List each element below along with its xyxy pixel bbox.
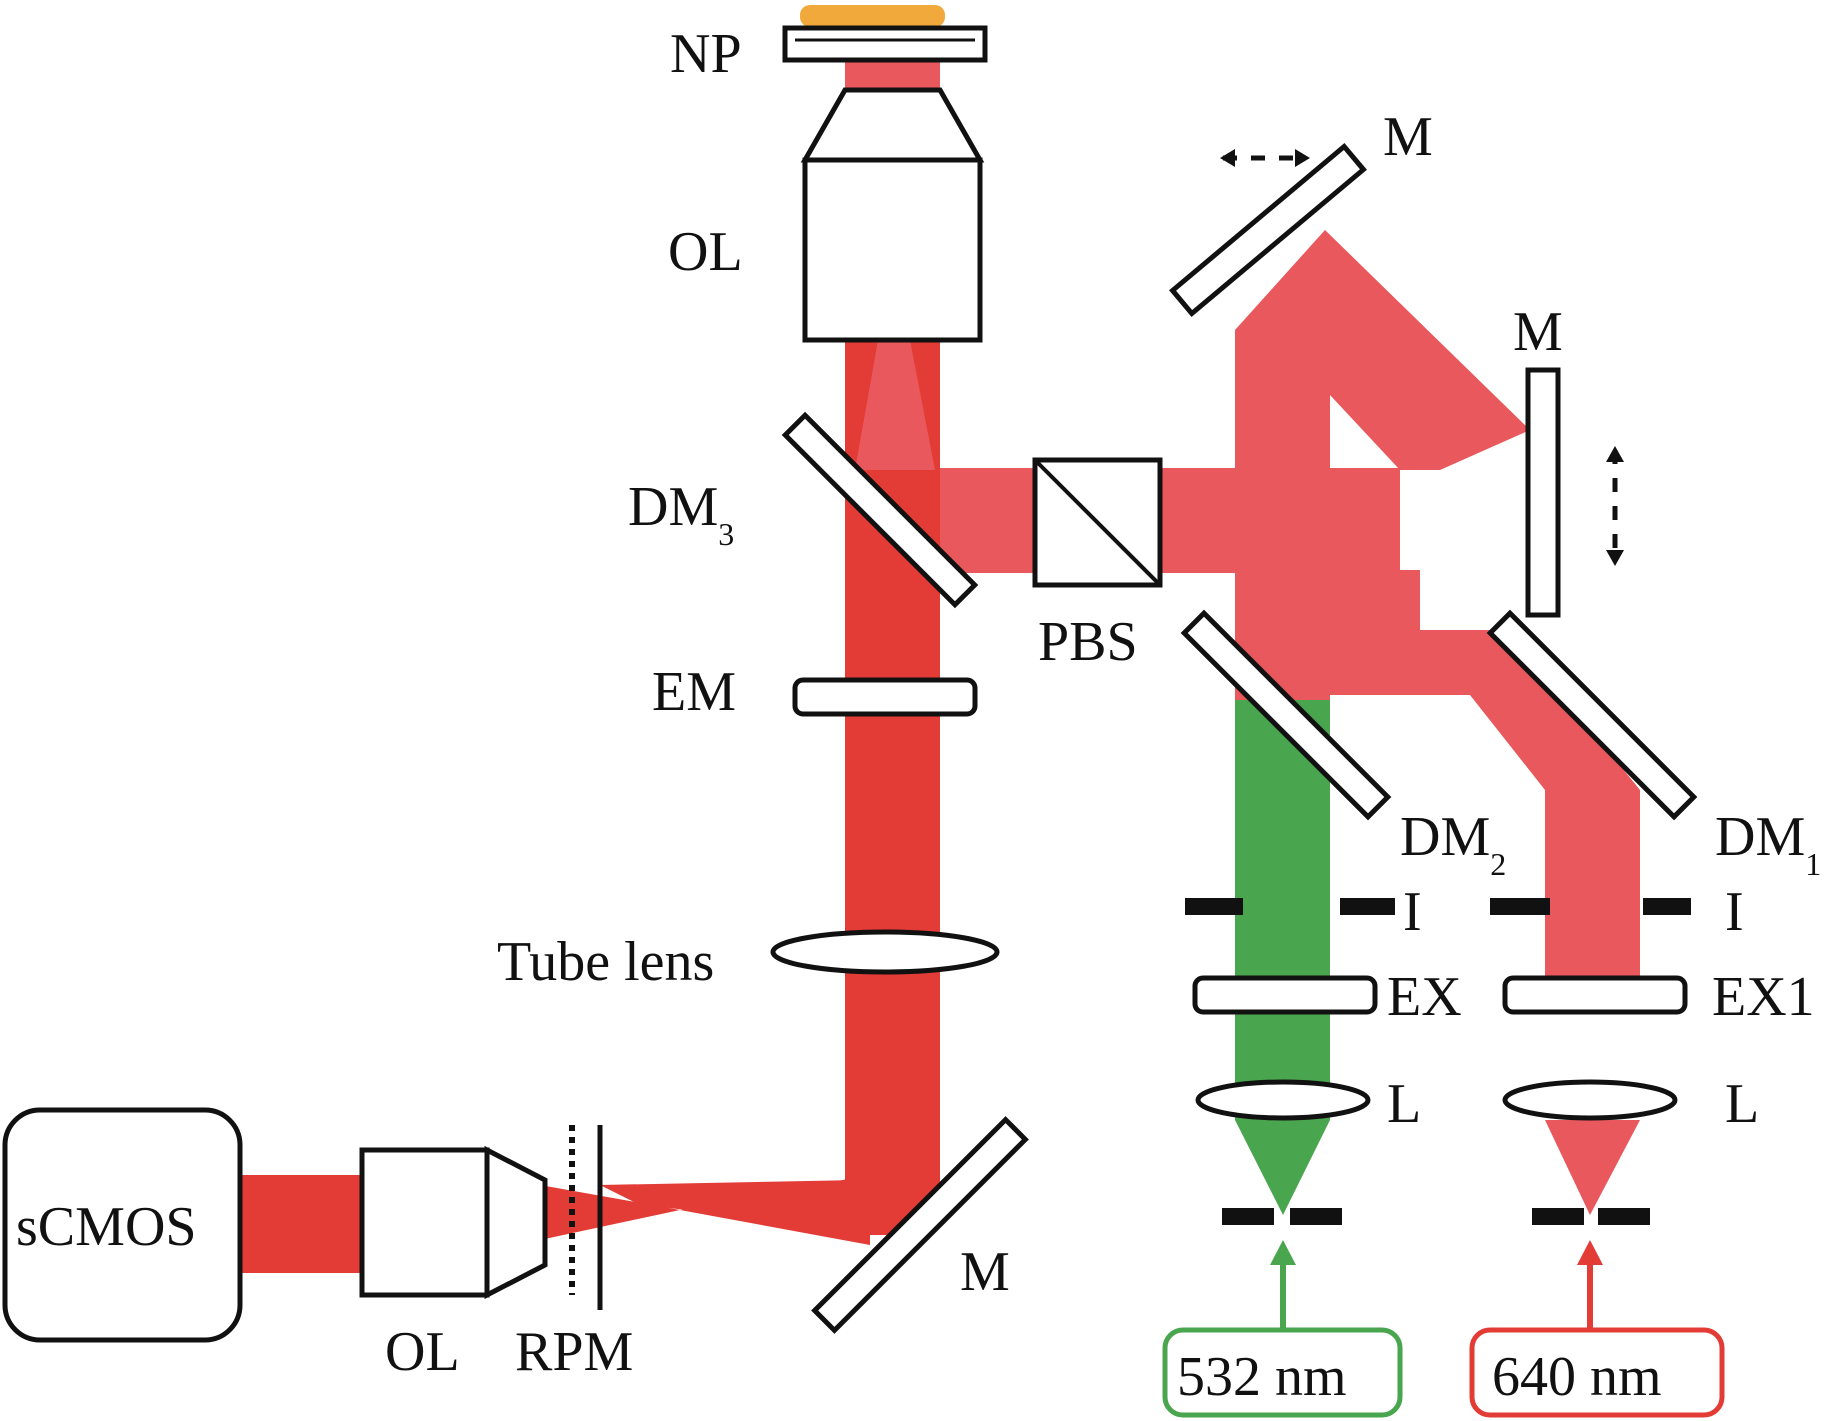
label-dm1-sub: 1 bbox=[1805, 846, 1821, 882]
mirror-top-right bbox=[1169, 142, 1367, 318]
lens-left bbox=[1195, 1079, 1371, 1121]
laser-640-arrow bbox=[1577, 1240, 1603, 1330]
dichroic-mirror-1 bbox=[1486, 609, 1698, 821]
pinhole-left bbox=[1222, 1208, 1342, 1225]
laser-532-arrow bbox=[1270, 1240, 1296, 1330]
laser-640-box bbox=[1469, 1327, 1725, 1418]
label-dm3-sub: 3 bbox=[718, 516, 734, 552]
label-tube-lens: Tube lens bbox=[497, 931, 714, 993]
label-m-bottom: M bbox=[960, 1241, 1010, 1303]
label-em: EM bbox=[652, 661, 736, 723]
label-ex-left: EX bbox=[1387, 966, 1462, 1028]
emission-filter bbox=[792, 677, 978, 717]
label-ol-top: OL bbox=[668, 221, 743, 283]
label-iris-right: I bbox=[1725, 881, 1744, 943]
polarizing-beam-splitter bbox=[1032, 457, 1163, 588]
excitation-beam-dm1-path bbox=[1330, 630, 1640, 980]
mirror-right-vertical bbox=[1525, 367, 1561, 618]
excitation-beam-532-focus bbox=[1235, 1120, 1330, 1215]
label-m-top: M bbox=[1383, 106, 1433, 168]
objective-bottom-nose bbox=[484, 1145, 548, 1300]
scmos-camera bbox=[2, 1107, 243, 1343]
objective-bottom bbox=[359, 1145, 548, 1300]
label-dm3-main: DM bbox=[628, 476, 718, 538]
excitation-beam-640-focus bbox=[1545, 1120, 1640, 1215]
excitation-filter-left bbox=[1192, 975, 1378, 1015]
detection-beam-lower bbox=[845, 500, 940, 1200]
dichroic-mirror-3 bbox=[781, 411, 979, 609]
objective-top-body bbox=[802, 157, 983, 343]
np-slide bbox=[782, 25, 988, 63]
pinhole-right bbox=[1532, 1208, 1650, 1225]
mirror-right-arrow bbox=[1606, 446, 1624, 566]
mirror-bottom bbox=[811, 1116, 1029, 1334]
label-dm2: DM2 bbox=[1400, 806, 1506, 882]
rpm-element bbox=[569, 1125, 603, 1310]
ol-light-cone bbox=[855, 340, 935, 470]
sample-nanoparticles bbox=[800, 5, 945, 27]
label-rpm: RPM bbox=[515, 1321, 633, 1383]
label-pbs: PBS bbox=[1038, 611, 1138, 673]
label-l-left: L bbox=[1387, 1073, 1421, 1135]
laser-532-box bbox=[1162, 1327, 1403, 1418]
objective-top bbox=[800, 87, 985, 343]
objective-top-nose bbox=[800, 87, 985, 163]
label-l-right: L bbox=[1725, 1073, 1759, 1135]
camera-beam bbox=[240, 1175, 365, 1273]
label-ex-right: EX1 bbox=[1712, 966, 1815, 1028]
labels: NP OL DM3 EM Tube lens PBS M M DM2 DM1 I… bbox=[16, 23, 1821, 1408]
tube-lens bbox=[770, 929, 1000, 975]
excitation-beam-532 bbox=[1235, 700, 1330, 1120]
label-laser-640: 640 nm bbox=[1492, 1346, 1662, 1408]
objective-bottom-body bbox=[359, 1147, 490, 1298]
mirror-top-right-arrow bbox=[1220, 149, 1310, 167]
label-laser-532: 532 nm bbox=[1177, 1346, 1347, 1408]
focus-cone-rpm-2 bbox=[680, 1175, 870, 1245]
label-iris-left: I bbox=[1403, 881, 1422, 943]
iris-right bbox=[1490, 898, 1691, 915]
label-ol-bottom: OL bbox=[385, 1321, 460, 1383]
label-scmos: sCMOS bbox=[16, 1196, 197, 1258]
excitation-filter-right bbox=[1502, 975, 1688, 1015]
label-dm3: DM3 bbox=[628, 476, 734, 552]
label-dm2-sub: 2 bbox=[1490, 846, 1506, 882]
label-np: NP bbox=[670, 23, 742, 85]
label-m-right: M bbox=[1513, 301, 1563, 363]
sample-stage bbox=[782, 5, 988, 63]
dichroic-mirror-2 bbox=[1180, 609, 1392, 821]
iris-left bbox=[1185, 898, 1395, 915]
label-dm2-main: DM bbox=[1400, 806, 1490, 868]
label-dm1: DM1 bbox=[1715, 806, 1821, 882]
label-dm1-main: DM bbox=[1715, 806, 1805, 868]
lens-right bbox=[1502, 1079, 1678, 1121]
